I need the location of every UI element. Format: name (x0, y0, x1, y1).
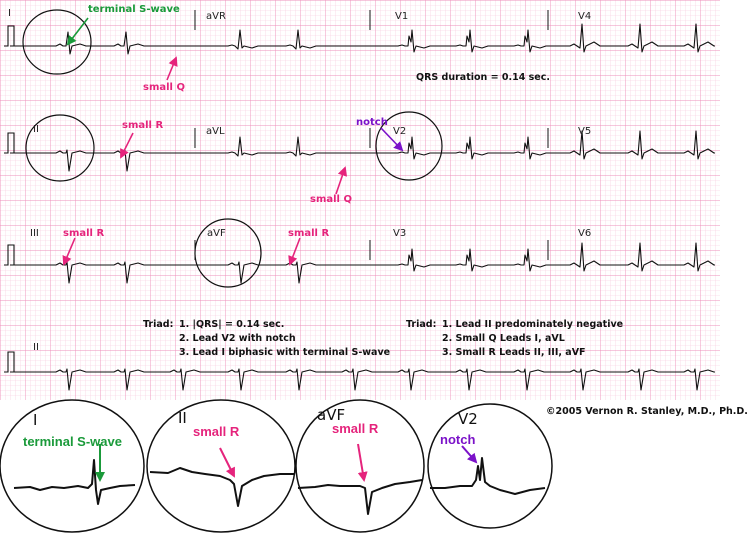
ecg-trace-segment (370, 136, 548, 160)
lead-label-avr: aVR (206, 11, 226, 22)
lead-label-v2: V2 (393, 126, 407, 137)
triad-right-item-2: 2. Small Q Leads I, aVL (442, 333, 565, 344)
lead-label-ii: II (33, 124, 39, 135)
lead-label-iii: III (30, 228, 39, 239)
ecg-trace-segment (195, 261, 370, 284)
ecg-trace-segment (195, 136, 370, 157)
ecg-traces (4, 23, 715, 391)
calibration-pulse (4, 244, 18, 266)
arrow-small-q-2 (335, 166, 348, 195)
zoom-annotation-notch: notch (440, 432, 476, 447)
annotation-small-q-1: small Q (143, 82, 185, 93)
lead-label-v4: V4 (578, 11, 592, 22)
triad-left-item-2: 2. Lead V2 with notch (179, 333, 296, 344)
zoom-label-i: I (33, 411, 38, 429)
annotation-notch: notch (356, 117, 388, 128)
arrow-small-r-3 (288, 237, 301, 266)
lead-label-v3: V3 (393, 228, 407, 239)
ecg-trace-segment (548, 242, 715, 272)
zoom-trace-v2 (430, 457, 546, 495)
annotation-small-r-3: small R (288, 228, 330, 239)
circle-lead-avf (194, 218, 262, 288)
ecg-trace-segment (10, 31, 195, 55)
zoom-arrow-small-r-ii (219, 447, 235, 478)
ecg-trace-segment (370, 29, 548, 53)
lead-label-rhythm-ii: II (33, 342, 39, 353)
triad-right-item-3: 3. Small R Leads II, III, aVF (442, 347, 586, 358)
highlight-circles (22, 9, 443, 288)
zoom-trace-avf (297, 479, 423, 515)
zoom-label-ii: II (178, 409, 187, 427)
lead-label-v5: V5 (578, 126, 592, 137)
zoom-annotation-small-r-avf: small R (332, 421, 379, 436)
zoom-label-avf: aVF (317, 406, 346, 424)
ecg-trace-segment (10, 368, 715, 391)
annotation-small-q-2: small Q (310, 194, 352, 205)
ecg-trace-segment (370, 248, 548, 272)
zoom-panel (0, 399, 553, 533)
annotation-arrows (62, 17, 404, 266)
annotation-small-r-2: small R (63, 228, 105, 239)
arrow-small-r-2 (62, 237, 76, 266)
triad-right-title: Triad: (406, 319, 437, 330)
triad-right-item-1: 1. Lead II predominately negative (442, 319, 624, 330)
qrs-duration-label: QRS duration = 0.14 sec. (416, 72, 550, 83)
ecg-strip (0, 0, 720, 400)
zoom-annotation-small-r-ii: small R (193, 424, 240, 439)
lead-label-avl: aVL (206, 126, 225, 137)
lead-label-avf: aVF (207, 228, 226, 239)
zoom-label-v2: V2 (458, 410, 478, 428)
zoom-circle-avf (295, 399, 425, 533)
arrow-notch (380, 127, 404, 152)
lead-label-v1: V1 (395, 11, 409, 22)
circle-lead-ii (25, 114, 95, 182)
circle-lead-i (22, 9, 92, 75)
arrow-small-q-1 (166, 56, 178, 81)
lead-label-i: I (8, 8, 11, 19)
triad-left: Triad: 1. |QRS| = 0.14 sec. 2. Lead V2 wi… (143, 318, 390, 360)
triad-left-item-3: 3. Lead I biphasic with terminal S-wave (179, 347, 391, 358)
calibration-pulse (4, 351, 18, 373)
zoom-arrow-notch (461, 445, 478, 464)
lead-label-v6: V6 (578, 228, 592, 239)
zoom-trace-ii (149, 467, 295, 507)
zoom-trace-i (13, 459, 136, 505)
triad-right: Triad:1. Lead II predominately negative … (406, 318, 623, 360)
zoom-circle-ii (146, 399, 296, 533)
ecg-trace-segment (548, 130, 715, 160)
ecg-trace-segment (10, 149, 195, 172)
ecg-grid (0, 0, 720, 400)
calibration-pulse (4, 25, 18, 47)
arrow-terminal-s (66, 17, 89, 46)
zoom-circle-v2 (427, 403, 553, 529)
annotation-small-r-1: small R (122, 120, 164, 131)
ecg-trace-segment (195, 29, 370, 50)
calibration-pulse (4, 132, 18, 154)
annotation-terminal-s-wave: terminal S-wave (88, 4, 180, 15)
triad-left-item-1: 1. |QRS| = 0.14 sec. (179, 319, 285, 330)
copyright: ©2005 Vernon R. Stanley, M.D., Ph.D. (546, 406, 748, 417)
arrow-small-r-1 (120, 132, 134, 159)
ecg-trace-segment (548, 23, 715, 53)
triad-left-title: Triad: (143, 319, 174, 330)
zoom-circle-i (0, 399, 145, 533)
zoom-annotation-terminal-s: terminal S-wave (23, 434, 122, 449)
circle-lead-v2 (375, 111, 443, 181)
zoom-arrow-small-r-avf (357, 443, 368, 482)
